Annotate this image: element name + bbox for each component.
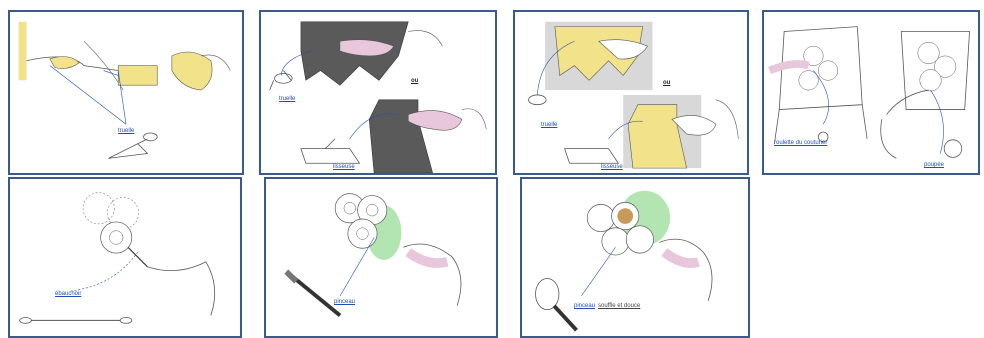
label-ebauchoir: ébauchoir [55,291,81,297]
label-roulette-du-couturier: roulette du couturier [774,140,834,147]
illustration-yellow-plaster [515,12,747,173]
illustration-brush-rosettes [266,179,496,336]
label-lisseuse: lisseuse [601,164,623,170]
illustration-dark-plaster [261,12,495,173]
separator-ou: ou [663,80,670,86]
panel-3-truelle-lisseuse: truelle ou lisseuse [513,10,749,175]
panel-6-pinceau: pinceau [264,177,498,338]
separator-ou: ou [411,78,418,84]
illustration-brush-green [522,179,748,336]
illustration-rosettes-easel [764,12,978,173]
panel-2-truelle-lisseuse: truelle ou lisseuse [259,10,497,175]
label-souffle-et-douce: souffle et douce [598,303,640,309]
label-pinceau: pinceau [574,303,595,309]
label-poupee: poupée [924,162,944,168]
panel-5-ebauchoir: ébauchoir [8,177,242,338]
label-truelle: truelle [541,122,557,128]
panel-1-truelle: truelle [8,10,244,175]
panel-4-roulette-poupee: roulette du couturier poupée [762,10,980,175]
label-truelle: truelle [118,128,134,134]
label-truelle: truelle [279,96,295,102]
label-lisseuse: lisseuse [333,164,355,170]
panel-7-pinceau-souffle: pinceau souffle et douce [520,177,750,338]
label-pinceau: pinceau [334,299,355,305]
illustration-trowel-wall [10,12,242,173]
illustration-sketch-rosettes [10,179,240,336]
